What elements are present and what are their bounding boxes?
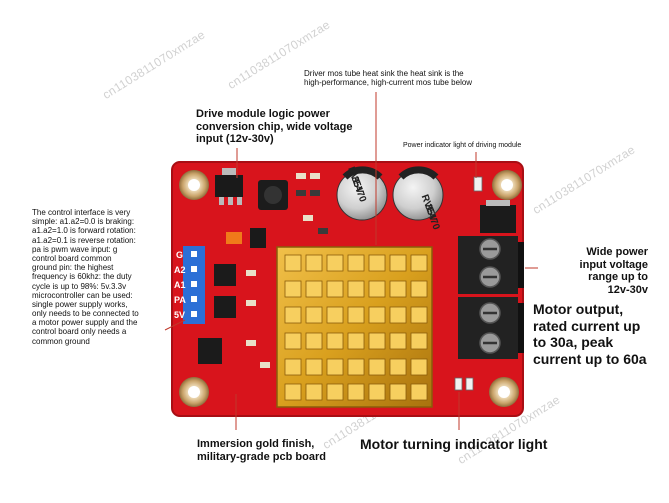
driver-chip — [198, 338, 222, 364]
power-diode — [480, 205, 516, 233]
annotation-heatsink: Driver mos tube heat sink the heat sink … — [304, 69, 473, 88]
capacitor-right: 470 35V RVE — [392, 166, 444, 232]
annotation-wide-power: Wide power input voltage range up to 12v… — [579, 246, 648, 296]
annotation-control-interface: The control interface is very simple: a1… — [32, 208, 139, 346]
pin-label: 5V — [174, 310, 185, 320]
annotation-logic-power: Drive module logic power conversion chip… — [196, 108, 353, 146]
mounting-hole-top-left — [179, 170, 209, 200]
pin-labels: G A2 A1 PA 5V — [174, 250, 186, 320]
leader-line — [164, 319, 186, 331]
annotation-motor-indicator: Motor turning indicator light — [360, 436, 548, 452]
mounting-hole-bottom-right — [489, 377, 519, 407]
pin-label: A2 — [174, 265, 186, 275]
heatsink — [276, 246, 433, 408]
driver-chip — [214, 296, 236, 318]
tantalum-capacitor — [226, 232, 242, 244]
motor-indicator-led — [454, 377, 463, 391]
annotation-motor-output: Motor output, rated current up to 30a, p… — [533, 301, 647, 367]
screw-terminal-motor — [458, 297, 524, 359]
mounting-hole-top-right — [492, 170, 522, 200]
capacitor-left: 470 35V RVE — [336, 165, 388, 221]
logic-power-chip — [215, 175, 243, 197]
motor-indicator-led — [465, 377, 474, 391]
driver-chip — [214, 264, 236, 286]
annotation-power-indicator: Power indicator light of driving module — [403, 142, 522, 149]
pin-label: PA — [174, 295, 186, 305]
annotation-gold-finish: Immersion gold finish, military-grade pc… — [197, 438, 326, 463]
pin-label: G — [176, 250, 183, 260]
screw-terminal-power — [458, 236, 524, 294]
mounting-hole-bottom-left — [179, 377, 209, 407]
pin-label: A1 — [174, 280, 186, 290]
power-indicator-led — [473, 176, 483, 192]
